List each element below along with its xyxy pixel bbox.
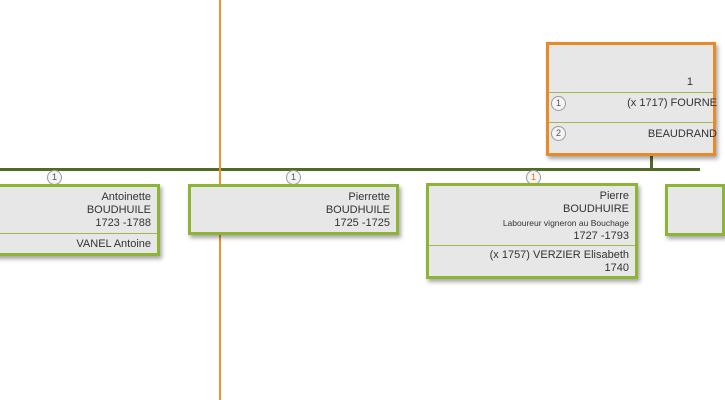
parent-partial-text: 1 xyxy=(686,76,693,88)
spouse-number-badge[interactable]: 1 xyxy=(551,96,566,111)
life-dates: 1725 -1725 xyxy=(334,217,390,229)
parent-connector-stem xyxy=(650,154,653,169)
spouse-name: (x 1757) VERZIER Elisabeth xyxy=(489,249,629,261)
child-number-badge[interactable]: 1 xyxy=(526,170,541,185)
card-separator xyxy=(429,245,635,246)
last-name: BOUDHUILE xyxy=(325,204,390,216)
sibling-connector-line xyxy=(0,168,700,171)
card-separator xyxy=(549,122,713,123)
child-person-card[interactable]: Antoinette BOUDHUILE 1723 -1788 VANEL An… xyxy=(0,184,160,256)
card-separator xyxy=(0,233,157,234)
last-name: BOUDHUILE xyxy=(86,204,151,216)
spouse-number-badge[interactable]: 2 xyxy=(551,126,566,141)
first-name: Pierrette xyxy=(348,191,390,203)
child-person-card[interactable]: Pierre BOUDHUIRE Laboureur vigneron au B… xyxy=(426,183,638,279)
life-dates: 1723 -1788 xyxy=(95,217,151,229)
card-separator xyxy=(549,92,713,93)
occupation: Laboureur vigneron au Bouchage xyxy=(502,218,629,228)
child-person-card-partial[interactable] xyxy=(665,184,725,236)
life-dates: 1727 -1793 xyxy=(573,230,629,242)
last-name: BOUDHUIRE xyxy=(562,203,629,215)
spouse-1-text: (x 1717) FOURNE xyxy=(627,97,717,109)
spouse-name: VANEL Antoine xyxy=(76,238,151,250)
child-person-card[interactable]: Pierrette BOUDHUILE 1725 -1725 xyxy=(188,184,399,235)
child-number-badge[interactable]: 1 xyxy=(47,170,62,185)
spouse-dates: 1740 xyxy=(604,262,629,274)
first-name: Antoinette xyxy=(101,191,151,203)
first-name: Pierre xyxy=(599,190,629,202)
spouse-2-text: BEAUDRAND xyxy=(647,128,717,140)
parent-person-card[interactable]: 1 1 (x 1717) FOURNE 2 BEAUDRAND xyxy=(546,42,717,156)
child-number-badge[interactable]: 1 xyxy=(286,170,301,185)
